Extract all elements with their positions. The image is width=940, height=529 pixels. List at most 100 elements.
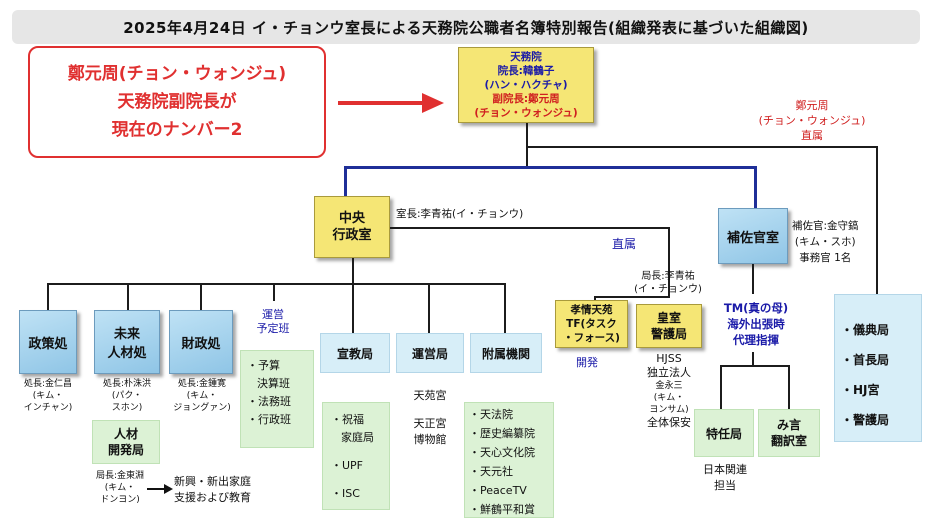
- connector-navy: [754, 166, 757, 208]
- operations-bureau-node: 運営局: [396, 333, 464, 373]
- unei-yotei-list: ・予算 決算班 ・法務班 ・行政班: [240, 350, 314, 448]
- future-head: 処長:朴洙洪 (パク・ スホン): [90, 378, 164, 414]
- list-item: ・首長局: [841, 353, 890, 367]
- hr-development-node: 人材 開発局: [92, 420, 160, 464]
- sub-line: 独立法人: [647, 366, 691, 379]
- connector-navy: [344, 166, 347, 196]
- connector: [428, 283, 430, 333]
- list-item: ・天心文化院: [469, 446, 535, 459]
- note-line: TM(真の母): [723, 301, 789, 315]
- node-label: 開発局: [107, 443, 144, 457]
- operations-list: 天苑宮 天正宮 博物館: [396, 388, 464, 448]
- list-item: ・UPF: [331, 459, 364, 472]
- translation-office-node: み言 翻訳室: [758, 409, 820, 457]
- head-line: 処長:金仁昌: [23, 379, 73, 389]
- mission-bureau-list: ・祝福 家庭局 ・UPF ・ISC: [322, 402, 390, 510]
- head-line: ジョングァン): [173, 403, 231, 413]
- finance-office-node: 財政処: [169, 310, 233, 374]
- head-line: (キム・: [32, 391, 64, 401]
- royal-guard-sub: HJSS 独立法人 金永三 (キム・ ヨンサム) 全体保安: [626, 352, 712, 430]
- node-label: 人材処: [107, 346, 147, 361]
- title-line: 予定班: [256, 322, 290, 335]
- sub-line: 日本関連: [703, 463, 747, 476]
- hr-dev-description: 新興・新出家庭 支援および教育: [174, 474, 251, 506]
- head-line: ドンヨン): [100, 495, 140, 505]
- title-line: 運営: [262, 308, 284, 321]
- connector: [876, 146, 878, 294]
- node-label: 翻訳室: [770, 434, 807, 448]
- tf-sub-label: 開発: [576, 356, 598, 369]
- arrow-right-icon: [147, 484, 173, 494]
- connector: [594, 296, 596, 300]
- node-label: み言: [776, 418, 801, 432]
- callout-box: 鄭元周(チョン・ウォンジュ) 天務院副院長が 現在のナンバー2: [28, 46, 326, 158]
- connector: [526, 146, 878, 148]
- head-line: (イ・チョンウ): [634, 284, 702, 295]
- direct-label: 直属: [612, 237, 637, 251]
- connector: [788, 365, 790, 409]
- connector: [352, 283, 354, 333]
- list-item: ・鮮鶴平和賞: [469, 503, 535, 516]
- connector: [47, 283, 49, 310]
- connector: [47, 283, 505, 285]
- list-item: 天苑宮: [413, 389, 447, 402]
- list-item: ・儀典局: [841, 323, 890, 337]
- affiliated-list: ・天法院 ・歴史編纂院 ・天心文化院 ・天元社 ・PeaceTV ・鮮鶴平和賞: [464, 402, 554, 518]
- note-line: (チョン・ウォンジュ): [758, 114, 866, 127]
- head-line: 処長:金鍾寛: [177, 379, 227, 389]
- node-label: 人材: [113, 427, 138, 441]
- connector: [200, 283, 202, 310]
- red-arrow-icon: [338, 93, 444, 113]
- list-item: ・ISC: [331, 487, 360, 500]
- future-talent-node: 未来 人材処: [94, 310, 160, 374]
- central-label: 行政室: [332, 228, 372, 243]
- connector: [390, 227, 670, 229]
- sub-line: (キム・: [653, 393, 685, 403]
- mission-bureau-node: 宣教局: [320, 333, 390, 373]
- hyojeong-tf-node: 孝情天苑 TF(タスク ・フォース): [555, 300, 628, 348]
- unei-yotei-title: 運営 予定班: [248, 308, 298, 336]
- connector: [720, 365, 722, 409]
- node-label: ・フォース): [563, 332, 620, 344]
- list-item: ・祝福: [331, 413, 364, 426]
- connector: [352, 258, 354, 284]
- assistant-office-node: 補佐官室: [718, 208, 788, 264]
- callout-line: 現在のナンバー2: [111, 120, 243, 140]
- list-item: ・HJ宮: [841, 383, 880, 397]
- sub-line: 金永三: [655, 381, 683, 391]
- callout-line: 鄭元周(チョン・ウォンジュ): [67, 64, 287, 84]
- connector: [668, 227, 670, 297]
- tm-note: TM(真の母) 海外出張時 代理指揮: [710, 300, 802, 348]
- list-item: ・行政班: [247, 413, 291, 426]
- connector: [127, 283, 129, 310]
- head-line: (キム・: [104, 483, 136, 493]
- president-label: 院長:韓鶴子: [497, 65, 555, 77]
- assistant-line: 事務官 1名: [799, 252, 852, 264]
- connector: [273, 283, 275, 301]
- vice-president-label: 副院長:鄭元周: [492, 93, 560, 105]
- tenmuin-node: 天務院 院長:韓鶴子 (ハン・ハクチャ) 副院長:鄭元周 (チョン・ウォンジュ): [458, 47, 594, 123]
- royal-guard-node: 皇室 警護局: [636, 304, 702, 348]
- head-line: 局長:金東淵: [95, 471, 145, 481]
- assistant-line: 補佐官:金守鎬: [792, 220, 859, 232]
- right-bureau-list: ・儀典局 ・首長局 ・HJ宮 ・警護局: [834, 294, 922, 442]
- callout-line: 天務院副院長が: [117, 92, 237, 112]
- central-head: 室長:李青祐(イ・チョンウ): [396, 208, 524, 220]
- list-item: 決算班: [257, 377, 290, 390]
- desc-line: 新興・新出家庭: [174, 475, 251, 488]
- hr-dev-head: 局長:金東淵 (キム・ ドンヨン): [82, 470, 158, 506]
- note-line: 代理指揮: [733, 333, 779, 347]
- head-line: 処長:朴洙洪: [102, 379, 152, 389]
- head-line: スホン): [111, 403, 143, 413]
- list-item: ・天法院: [469, 408, 513, 421]
- sub-line: HJSS: [656, 352, 682, 365]
- royal-guard-head: 局長:李青祐 (イ・チョンウ): [630, 270, 706, 296]
- connector: [752, 264, 754, 294]
- connector: [504, 283, 506, 333]
- direct-report-note: 鄭元周 (チョン・ウォンジュ) 直属: [742, 98, 882, 143]
- sub-line: 全体保安: [647, 416, 691, 429]
- policy-office-node: 政策処: [19, 310, 77, 374]
- policy-head: 処長:金仁昌 (キム・ インチャン): [14, 378, 82, 414]
- assistant-line: (キム・スホ): [794, 236, 856, 248]
- list-item: 家庭局: [341, 431, 374, 444]
